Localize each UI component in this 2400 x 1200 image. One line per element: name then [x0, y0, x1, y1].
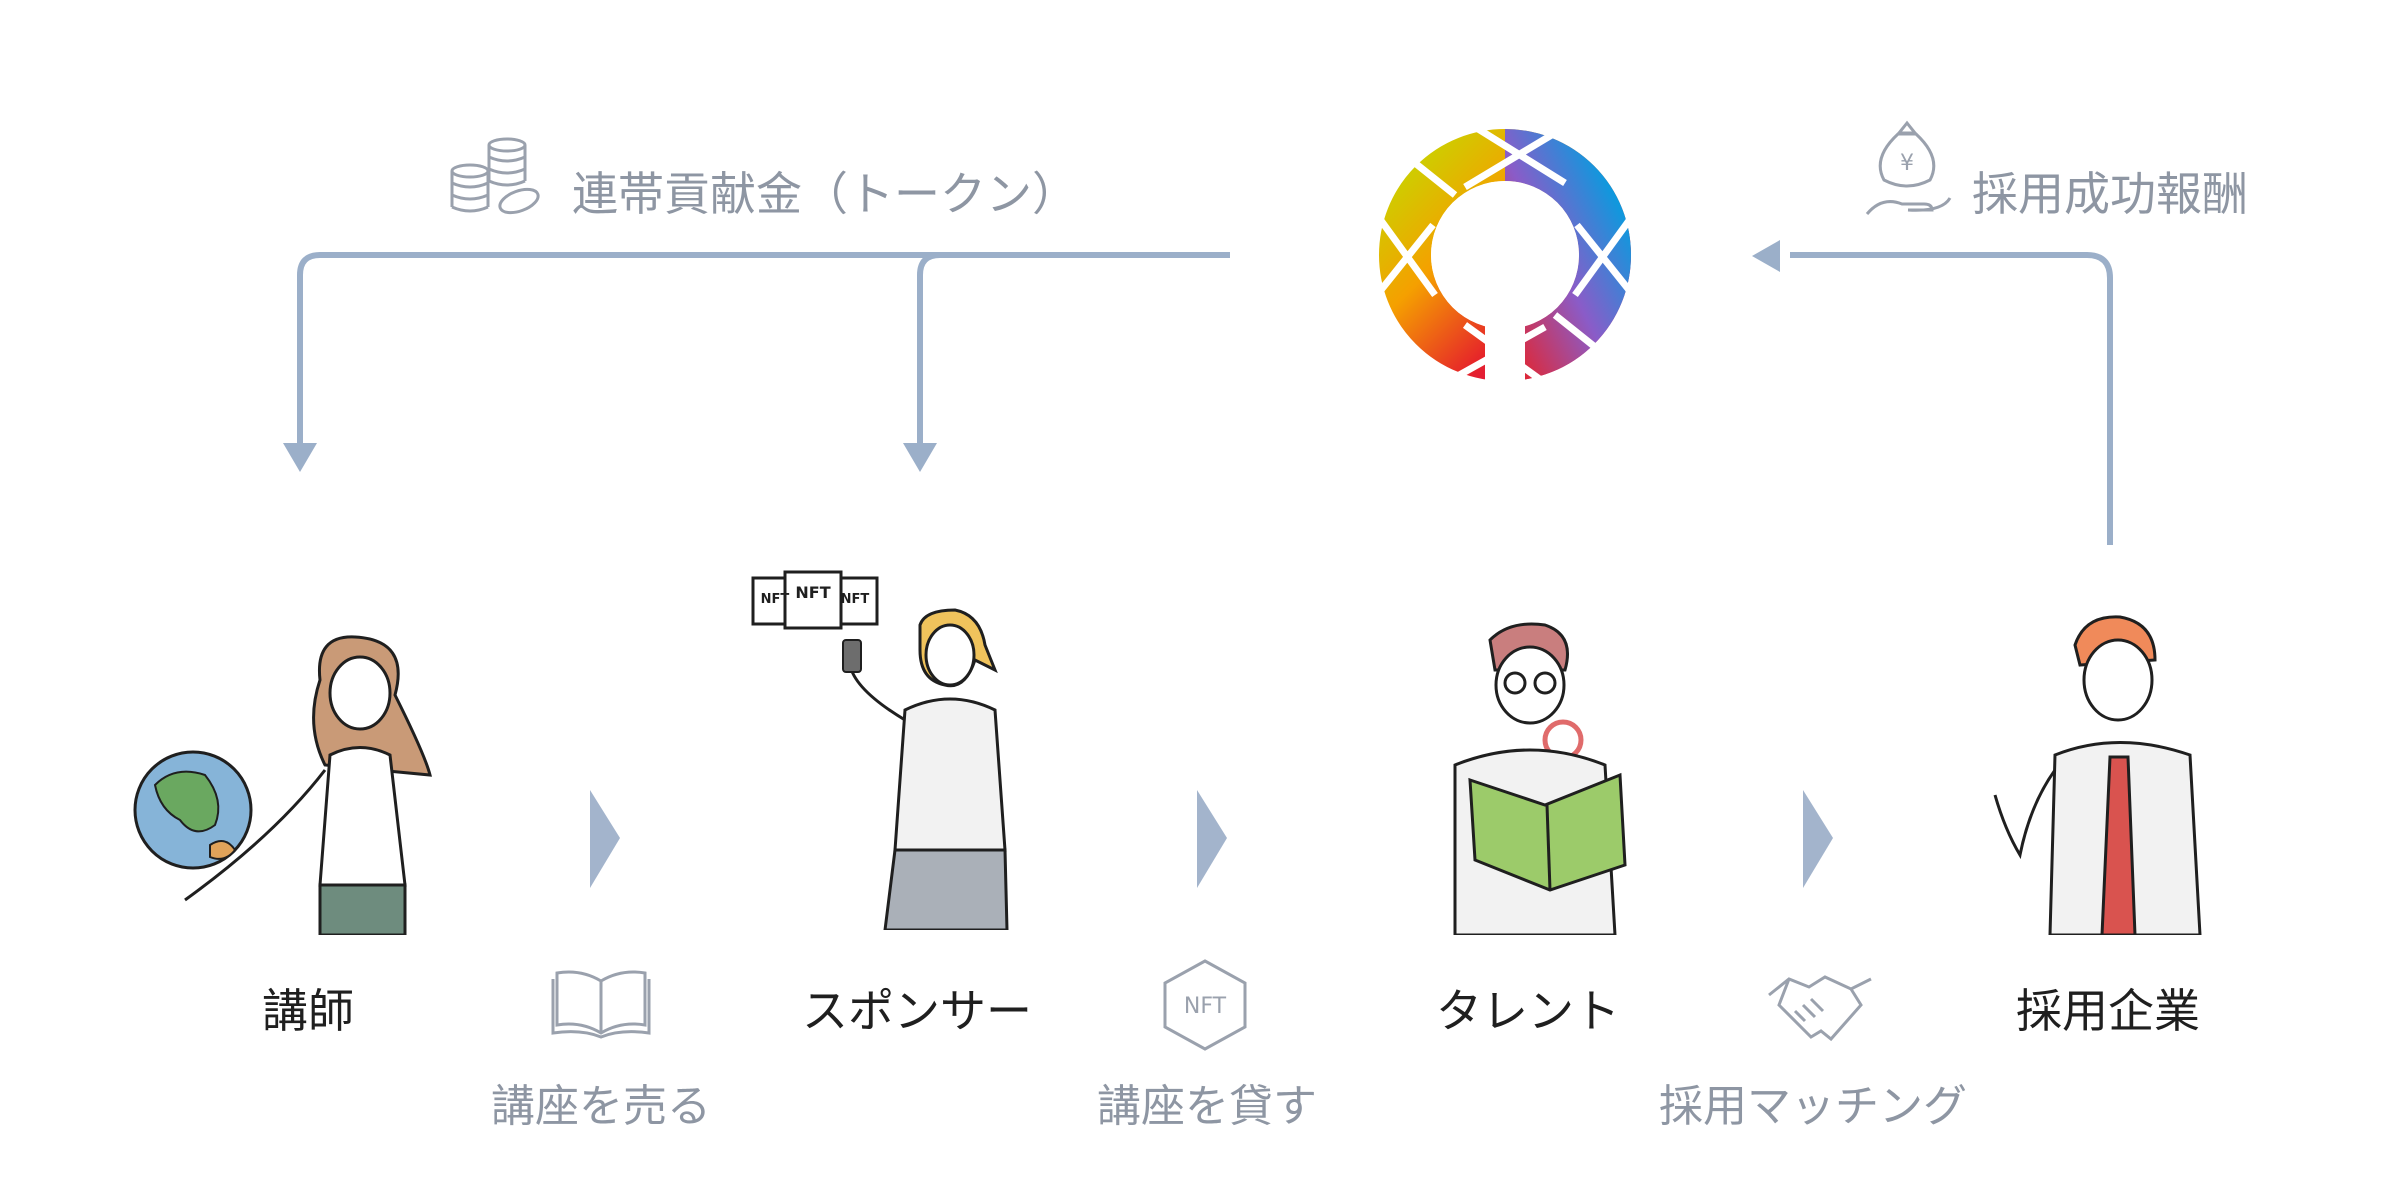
arrowhead-lecturer [283, 443, 317, 472]
action-hiring-matching: 採用マッチング [1659, 1081, 1967, 1132]
nft-hexagon-icon: NFT [1163, 959, 1247, 1051]
step-chevron-3 [1803, 790, 1833, 888]
role-sponsor: スポンサー [802, 984, 1032, 1038]
action-lend-course: 講座を貸す [1097, 1081, 1317, 1132]
logo-icon [1375, 125, 1635, 385]
arrow-to-lecturer [297, 252, 1230, 450]
nft-card-1: NFT [761, 592, 790, 607]
role-lecturer: 講師 [262, 984, 354, 1038]
step-chevron-1 [590, 790, 620, 888]
handshake-icon [1768, 975, 1872, 1042]
arrowhead-to-logo [1752, 240, 1780, 272]
arrowhead-sponsor [903, 443, 937, 472]
arrow-from-company [1790, 252, 2113, 545]
lecturer-illustration [133, 635, 432, 935]
role-company: 採用企業 [2016, 984, 2200, 1038]
coins-icon [450, 137, 540, 215]
nft-card-3: NFT [841, 592, 870, 607]
top-left-label: 連帯貢献金（トークン） [572, 167, 1078, 221]
book-icon [551, 970, 651, 1039]
step-chevron-2 [1197, 790, 1227, 888]
money-bag-hand-icon: ¥ [1865, 120, 1952, 215]
action-sell-course: 講座を売る [491, 1081, 711, 1132]
svg-text:¥: ¥ [1900, 151, 1914, 176]
company-illustration [1993, 615, 2202, 935]
role-talent: タレント [1436, 984, 1620, 1038]
nft-hexagon-text: NFT [1184, 994, 1227, 1019]
nft-card-2: NFT [795, 583, 830, 602]
top-right-label: 採用成功報酬 [1972, 167, 2248, 221]
arrow-to-sponsor [917, 252, 945, 450]
sponsor-illustration: NFT NFT NFT [751, 570, 1009, 930]
talent-illustration [1453, 622, 1627, 935]
